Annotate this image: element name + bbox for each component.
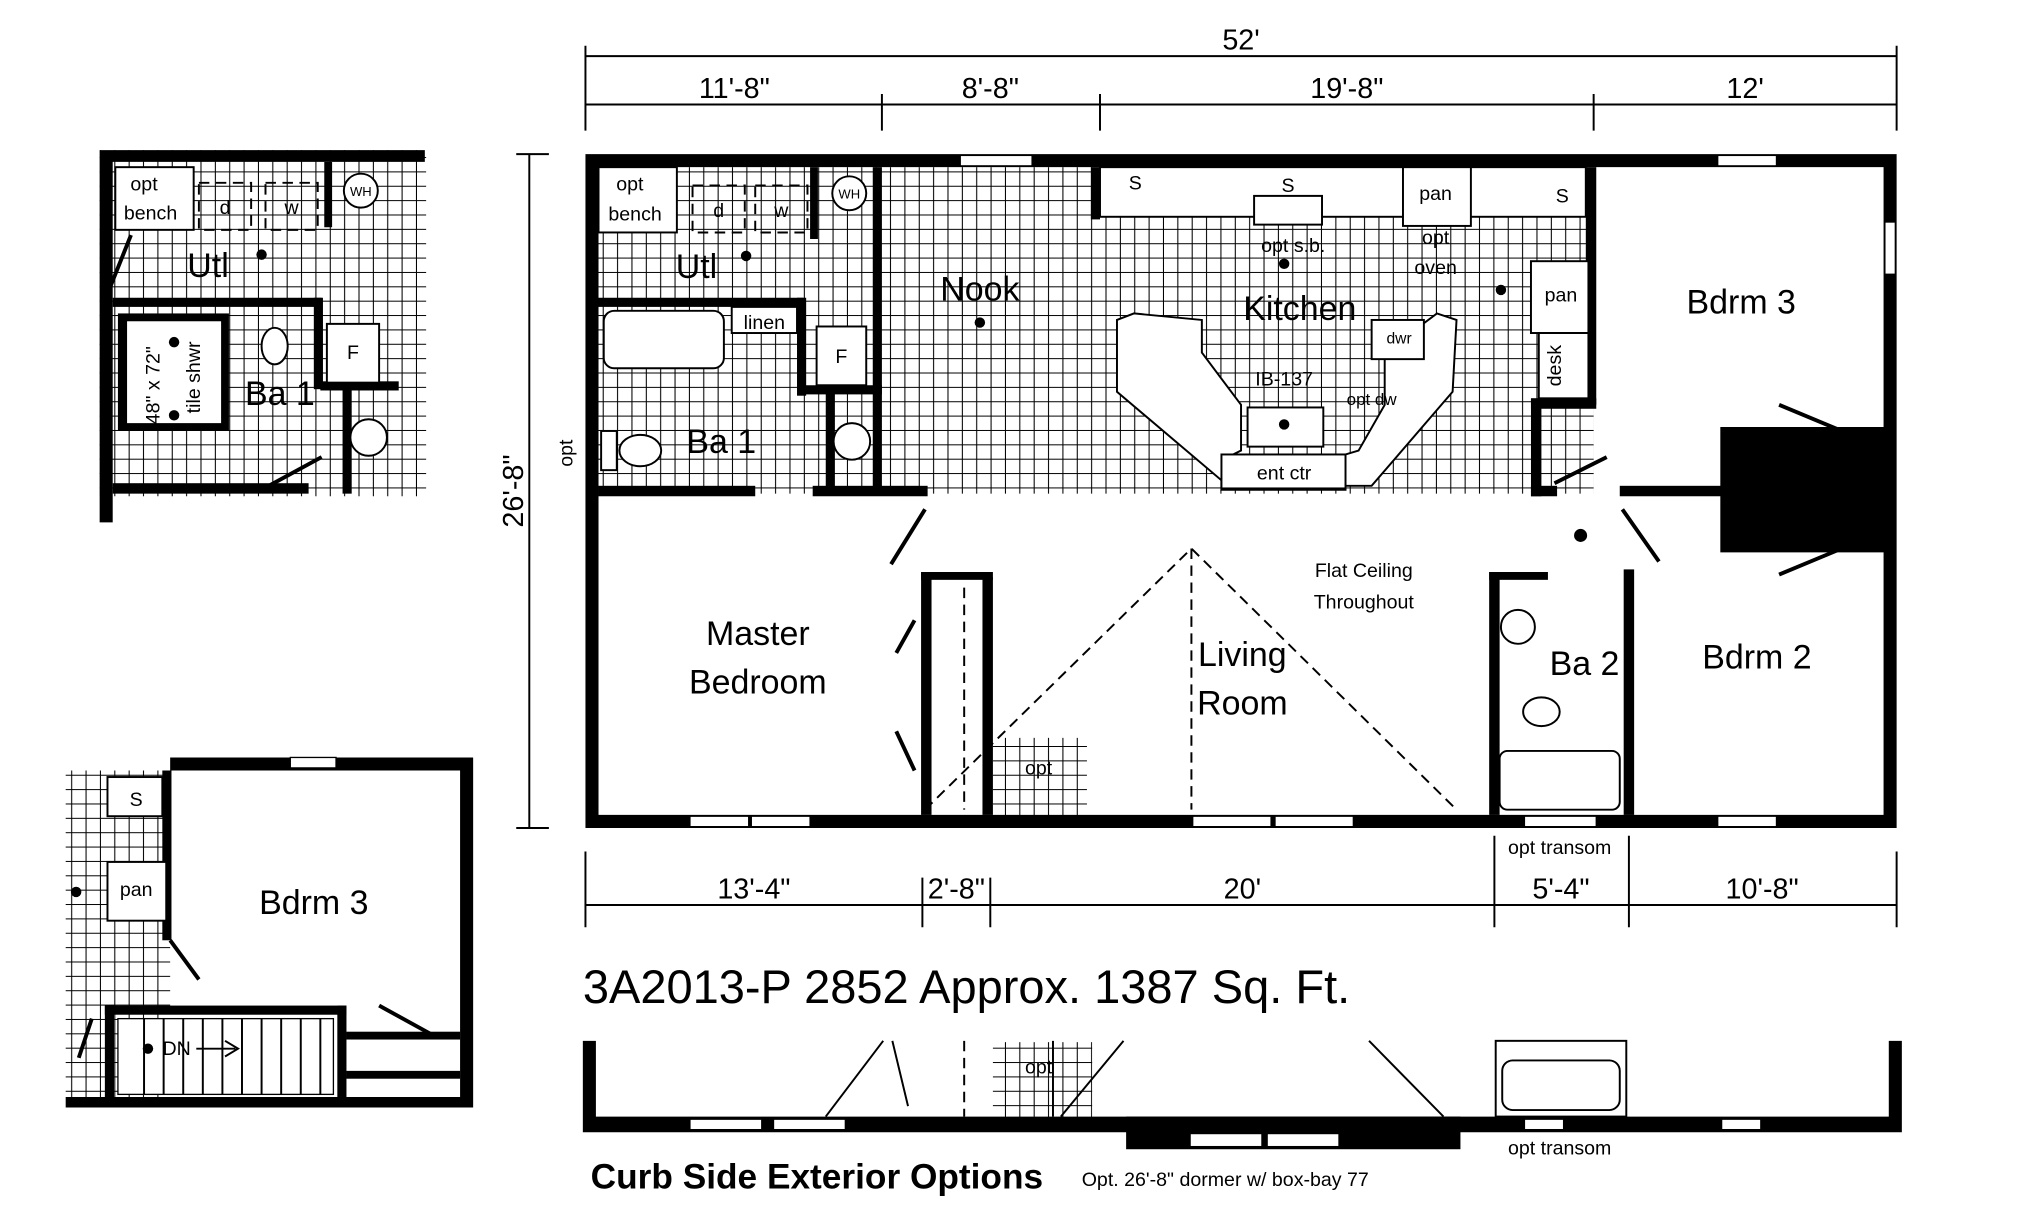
inset-label-dryer: d (220, 197, 231, 219)
ceiling-note-1: Flat Ceiling (1315, 560, 1413, 582)
room-master-line2: Bedroom (689, 663, 827, 701)
room-bath2: Ba 2 (1550, 645, 1620, 683)
label-opt-oven-2: oven (1414, 257, 1456, 279)
label-island: IB-137 (1255, 368, 1313, 390)
dim-bottom-3: 20' (1224, 873, 1261, 905)
label-opt-transom-exterior: opt transom (1508, 1137, 1611, 1159)
inset-label-wh: WH (350, 184, 372, 199)
dim-bottom-1: 13'-4" (717, 873, 790, 905)
inset2-label-pantry: pan (120, 879, 153, 901)
dim-top-1: 11'-8" (699, 73, 770, 105)
label-bench: bench (608, 204, 661, 226)
inset-room-bath1: Ba 1 (245, 375, 315, 413)
curb-side-exterior: opt opt transom (582, 1041, 1902, 1159)
label-opt-bench: opt (616, 174, 644, 196)
label-water-heater: WH (838, 187, 860, 202)
top-dimensions: 52' 11'-8" 8'-8" 19'-8" 12' (584, 25, 1898, 131)
exterior-note: Opt. 26'-8" dormer w/ box-bay 77 (1082, 1169, 1369, 1191)
dim-bottom-2: 2'-8" (928, 873, 985, 905)
label-pantry-1: pan (1419, 183, 1452, 205)
label-ent-ctr: ent ctr (1257, 462, 1312, 484)
label-sink-1: S (1129, 172, 1142, 194)
overall-width-label: 52' (1222, 25, 1259, 57)
room-nook: Nook (940, 270, 1020, 308)
side-dimension: 26'-8" (498, 153, 549, 829)
label-furnace: F (835, 346, 847, 368)
label-opt-sb: opt s.b. (1261, 235, 1325, 257)
ceiling-note-2: Throughout (1314, 592, 1415, 614)
room-living-line2: Room (1197, 684, 1288, 722)
bottom-dimensions: 13'-4" 2'-8" 20' 5'-4" 10'-8" (584, 835, 1898, 928)
dim-bottom-5: 10'-8" (1726, 873, 1799, 905)
inset-label-opt: opt (130, 174, 158, 196)
stair-arrow-icon (196, 1039, 240, 1058)
label-drawer: dwr (1386, 330, 1411, 347)
dim-top-2: 8'-8" (962, 73, 1019, 105)
label-washer: w (773, 200, 789, 222)
label-opt-dw: opt dw (1347, 390, 1398, 409)
inset-utility-bath: opt bench d w WH Utl Ba 1 F 48" x 72" ti… (99, 150, 427, 523)
label-opt-exterior: opt (1025, 1056, 1053, 1078)
inset-label-washer: w (284, 197, 300, 219)
label-opt-oven-1: opt (1422, 227, 1450, 249)
inset2-room-bedroom3: Bdrm 3 (259, 884, 368, 922)
room-kitchen: Kitchen (1243, 290, 1356, 328)
label-sink-3: S (1556, 185, 1569, 207)
label-pantry-2: pan (1545, 285, 1578, 307)
inset-shower-size: 48" x 72" (143, 346, 165, 424)
label-linen: linen (744, 312, 785, 334)
room-utility: Utl (676, 248, 717, 286)
room-living-line1: Living (1198, 636, 1287, 674)
label-dryer: d (713, 200, 724, 222)
inset-shower-type: tile shwr (183, 341, 205, 413)
exterior-heading: Curb Side Exterior Options (591, 1157, 1043, 1196)
label-opt-transom: opt transom (1508, 837, 1611, 859)
dim-top-4: 12' (1726, 73, 1763, 105)
label-desk: desk (1544, 345, 1566, 387)
label-sink-2: S (1282, 175, 1295, 197)
overall-depth-label: 26'-8" (498, 454, 530, 527)
inset-label-bench: bench (124, 202, 177, 224)
inset2-label-down: DN (163, 1038, 191, 1060)
label-opt-bay: opt (1025, 757, 1053, 779)
room-bedroom2: Bdrm 2 (1702, 639, 1811, 677)
dim-top-3: 19'-8" (1310, 73, 1383, 105)
main-plan: Utl Nook Kitchen Bdrm 3 Ba 1 Master Bedr… (324, 154, 1897, 859)
room-master-line1: Master (706, 615, 810, 653)
plan-title: 3A2013-P 2852 Approx. 1387 Sq. Ft. (583, 960, 1350, 1013)
label-opt-side: opt (555, 439, 577, 467)
inset-room-utility: Utl (187, 247, 228, 285)
inset2-label-sink: S (130, 789, 143, 811)
dim-bottom-4: 5'-4" (1532, 873, 1589, 905)
room-bedroom3: Bdrm 3 (1687, 283, 1796, 321)
room-bath1: Ba 1 (686, 423, 756, 461)
inset-label-furnace: F (347, 342, 359, 364)
inset-bedroom3: S pan Bdrm 3 DN (65, 756, 474, 1108)
